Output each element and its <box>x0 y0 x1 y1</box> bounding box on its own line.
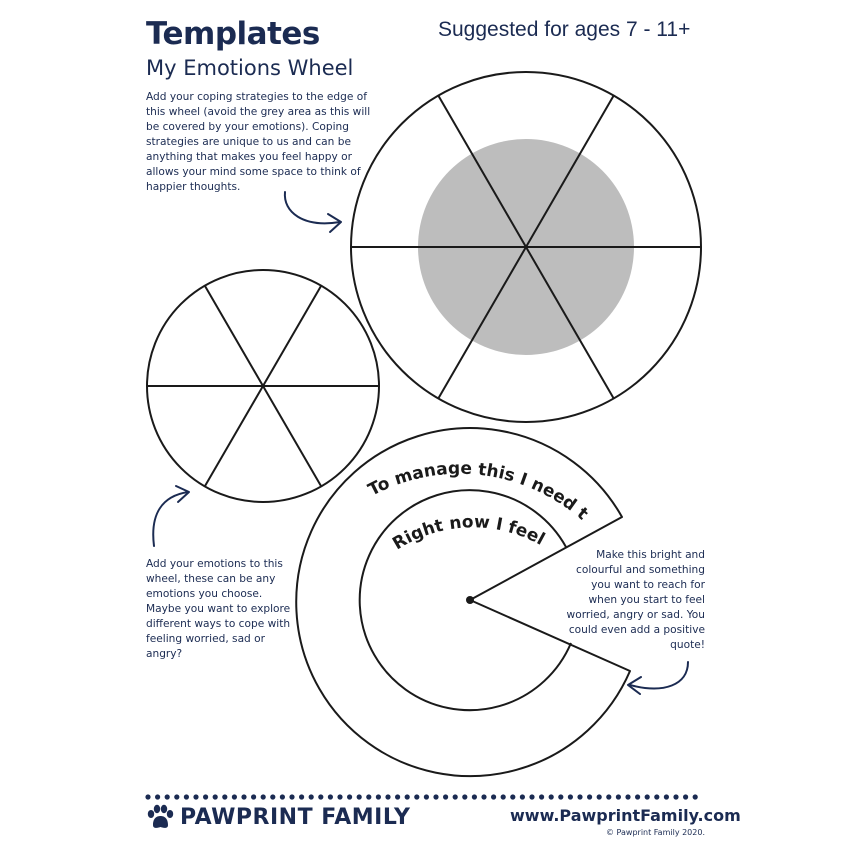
footer-dot <box>519 794 526 800</box>
footer-dot <box>548 794 554 800</box>
age-suggestion: Suggested for ages 7 - 11+ <box>438 18 691 41</box>
page-subtitle: My Emotions Wheel <box>146 56 354 80</box>
footer-dot <box>529 794 535 800</box>
footer-dot <box>231 794 237 800</box>
footer-dot <box>337 794 343 800</box>
coping-wheel[interactable] <box>350 71 702 423</box>
website-link[interactable]: www.PawprintFamily.com <box>510 806 741 825</box>
footer-dot <box>539 794 545 800</box>
footer-dot <box>606 794 612 800</box>
footer-dot <box>423 794 429 800</box>
footer-dot <box>222 794 228 800</box>
footer-dot <box>145 794 151 800</box>
footer-dot <box>347 794 353 800</box>
footer-dot <box>279 794 285 800</box>
footer-dot <box>433 794 439 800</box>
footer-dot <box>443 794 449 800</box>
footer-dot <box>692 794 698 800</box>
footer-dot <box>500 794 506 800</box>
footer-dot <box>654 794 660 800</box>
emotions-wheel-divider <box>204 285 322 487</box>
footer-dot <box>635 794 641 800</box>
footer-dot <box>673 794 679 800</box>
footer-dot <box>164 794 170 800</box>
footer-dot <box>251 794 257 800</box>
emotions-wheel[interactable] <box>146 269 380 503</box>
footer-dot <box>366 794 372 800</box>
footer-dot <box>577 794 583 800</box>
footer-dot <box>260 794 266 800</box>
footer-dot <box>587 794 593 800</box>
footer-dot <box>155 794 161 800</box>
footer-dot <box>596 794 602 800</box>
footer-dot <box>308 794 314 800</box>
cover-instructions: Make this bright and colourful and somet… <box>566 549 705 651</box>
footer-dot <box>183 794 189 800</box>
footer-dot <box>452 794 458 800</box>
footer-dot <box>404 794 410 800</box>
footer-dot <box>414 794 420 800</box>
footer-dot <box>491 794 497 800</box>
footer-dot <box>683 794 689 800</box>
footer-dot <box>289 794 295 800</box>
paw-icon <box>147 804 174 828</box>
coping-instructions: Add your coping strategies to the edge o… <box>146 91 371 193</box>
brand-name: PAWPRINT FAMILY <box>180 804 411 830</box>
cover-wheel-outline <box>295 427 631 778</box>
footer-dot <box>356 794 362 800</box>
footer-dot <box>625 794 631 800</box>
footer-dot <box>481 794 487 800</box>
footer-dot <box>203 794 209 800</box>
footer-dot <box>270 794 276 800</box>
brand-logo: PAWPRINT FAMILY <box>146 803 410 831</box>
footer-dot <box>567 794 574 800</box>
cover-wheel-inner-ring <box>358 489 572 712</box>
copyright-notice: © Pawprint Family 2020. <box>606 828 705 837</box>
footer-dot <box>644 794 650 800</box>
arrow-bright-icon <box>627 661 689 695</box>
page-title: Templates <box>146 16 320 52</box>
footer-dot <box>299 794 305 800</box>
footer-dot <box>327 794 333 800</box>
footer-dot <box>471 794 477 800</box>
arrow-emotions-icon <box>152 485 190 547</box>
coping-wheel-divider <box>437 94 615 400</box>
footer-dot <box>318 794 324 800</box>
footer-dot <box>510 794 516 800</box>
arrow-coping-icon <box>283 191 342 233</box>
footer-dot <box>462 794 468 800</box>
footer-dot <box>558 794 564 800</box>
cover-wheel-centre-dot <box>466 596 474 604</box>
emotions-instructions: Add your emotions to this wheel, these c… <box>146 558 291 660</box>
footer-dot <box>375 794 381 800</box>
footer-dot <box>395 794 401 800</box>
footer-dot <box>241 794 247 800</box>
footer-dot <box>212 794 218 800</box>
footer-dotted-line <box>145 794 698 800</box>
footer-dot <box>663 794 670 800</box>
footer-dot <box>615 794 622 800</box>
footer-dot <box>385 794 391 800</box>
footer-dot <box>174 794 180 800</box>
footer-dot <box>193 794 199 800</box>
